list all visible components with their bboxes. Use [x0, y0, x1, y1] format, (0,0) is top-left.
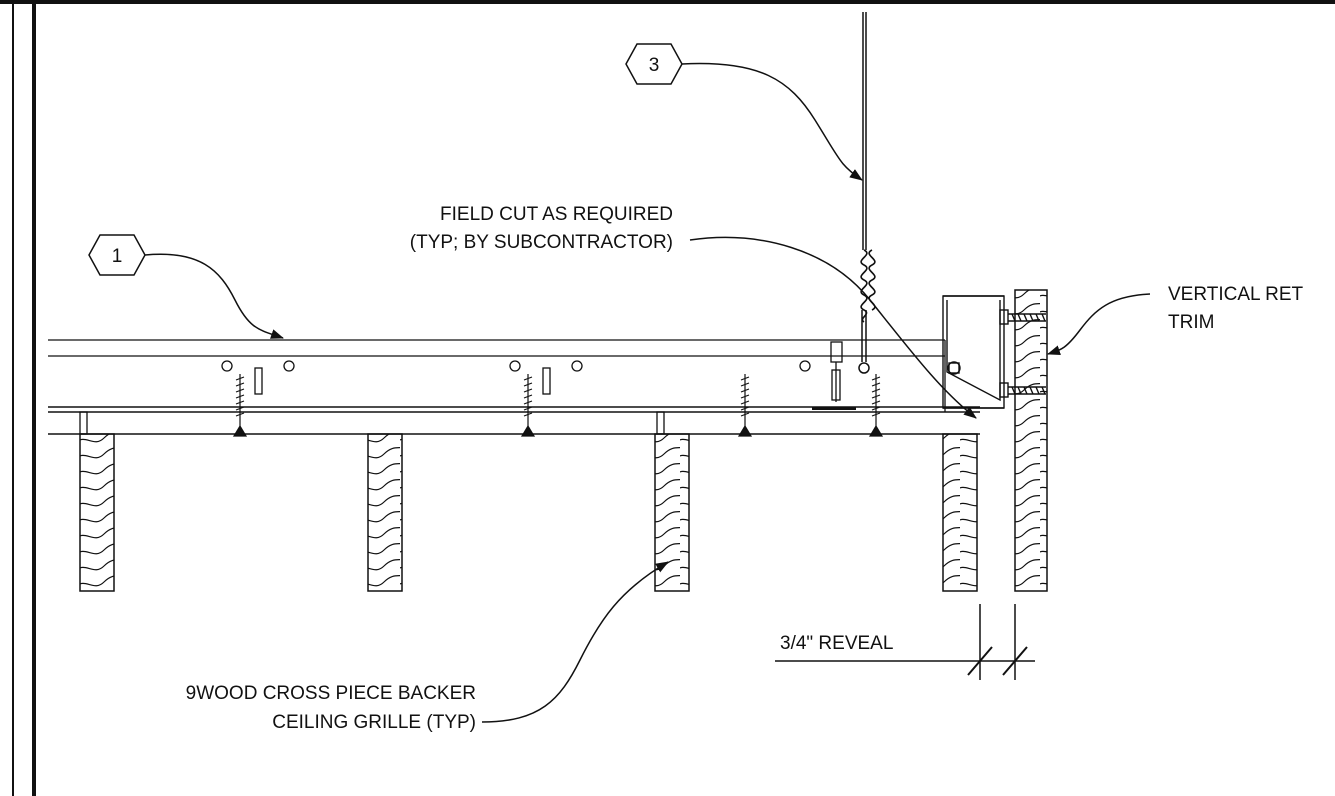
vertical-trim-label-line2: TRIM — [1168, 312, 1214, 333]
wood-cross-pieces — [79, 433, 978, 592]
callout-1: 1 — [88, 234, 284, 339]
callout-3-number: 3 — [649, 55, 660, 76]
backer-leader: 9WOOD CROSS PIECE BACKER CEILING GRILLE … — [186, 561, 669, 733]
field-cut-label-line1: FIELD CUT AS REQUIRED — [440, 204, 673, 225]
screws — [232, 374, 884, 437]
backer-label-line2: CEILING GRILLE (TYP) — [272, 712, 476, 733]
runner-holes — [221, 360, 811, 395]
clip — [812, 341, 856, 410]
vertical-trim — [1014, 289, 1048, 592]
field-cut-label-line2: (TYP; BY SUBCONTRACTOR) — [410, 232, 673, 253]
vertical-trim-leader: VERTICAL RET TRIM — [1047, 284, 1304, 355]
reveal-dimension: 3/4" REVEAL — [775, 604, 1035, 680]
vertical-trim-label-line1: VERTICAL RET — [1168, 284, 1304, 305]
backer-label-line1: 9WOOD CROSS PIECE BACKER — [186, 683, 476, 704]
callout-3: 3 — [625, 43, 863, 181]
hanger-wire — [858, 12, 876, 374]
field-cut-leader: FIELD CUT AS REQUIRED (TYP; BY SUBCONTRA… — [410, 204, 977, 419]
reveal-label: 3/4" REVEAL — [780, 633, 893, 654]
callout-1-number: 1 — [112, 246, 123, 267]
